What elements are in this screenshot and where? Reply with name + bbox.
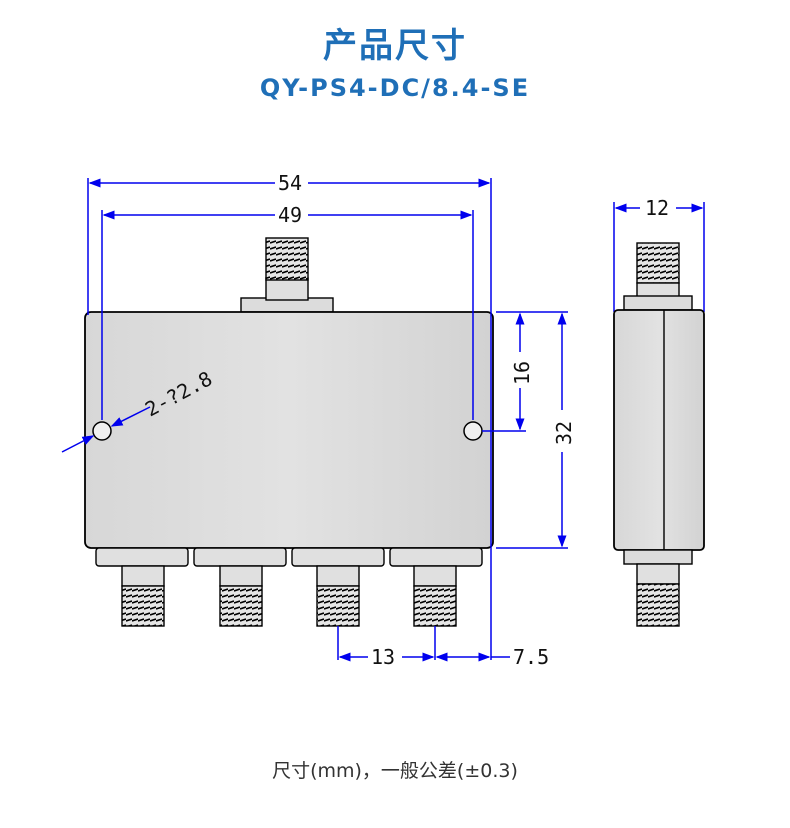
dimension-lines bbox=[61, 178, 705, 662]
mounting-hole-left bbox=[92, 421, 112, 441]
dim-12: 12 bbox=[645, 196, 669, 220]
tolerance-note: 尺寸(mm)，一般公差(±0.3) bbox=[272, 760, 518, 782]
dim-32: 32 bbox=[552, 421, 576, 445]
output-port-blocks bbox=[95, 547, 483, 567]
splitter-body bbox=[84, 311, 494, 549]
model-number: QY-PS4-DC/8.4-SE bbox=[259, 74, 531, 102]
side-view bbox=[613, 242, 705, 627]
page-title: 产品尺寸 bbox=[323, 26, 467, 66]
dim-13: 13 bbox=[371, 645, 395, 669]
output-connectors bbox=[121, 565, 457, 627]
dim-16: 16 bbox=[510, 361, 534, 385]
front-view bbox=[84, 237, 494, 627]
dim-7-5: 7.5 bbox=[513, 645, 549, 669]
dim-54: 54 bbox=[278, 171, 302, 195]
mounting-hole-right bbox=[463, 421, 483, 441]
dim-49: 49 bbox=[278, 203, 302, 227]
input-connector bbox=[240, 237, 334, 313]
